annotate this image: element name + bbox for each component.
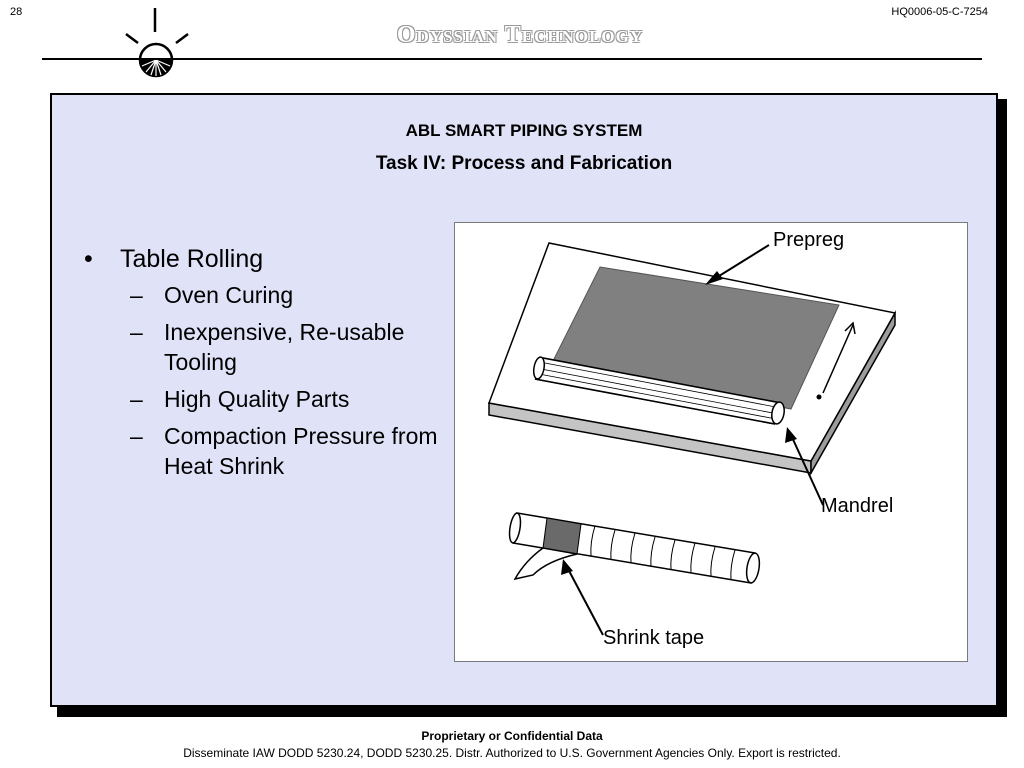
- page-number: 28: [10, 6, 23, 18]
- bullet-text: Table Rolling: [120, 245, 264, 273]
- content-panel: ABL SMART PIPING SYSTEM Task IV: Process…: [50, 93, 998, 707]
- sub-bullet-mark: –: [130, 386, 143, 412]
- sub-bullet-text: Inexpensive, Re-usable Tooling: [164, 319, 405, 375]
- company-name: Odyssian Technology: [396, 22, 644, 48]
- sun-logo-icon: [125, 8, 189, 78]
- sub-bullet-mark: –: [130, 319, 143, 345]
- sub-bullet-text: Oven Curing: [164, 282, 294, 308]
- sub-bullet-mark: –: [130, 282, 143, 308]
- mandrel-label: Mandrel: [821, 495, 894, 517]
- roll-direction-arrow: [822, 324, 854, 394]
- mandrel-rod: [532, 356, 785, 425]
- footer-distribution: Disseminate IAW DODD 5230.24, DODD 5230.…: [183, 746, 841, 760]
- sub-bullet-text: High Quality Parts: [164, 386, 350, 412]
- header-rule: [42, 58, 982, 60]
- table-rolling-illustration: [487, 242, 897, 636]
- bullet-list: • Table Rolling – Oven Curing – Inexpens…: [80, 245, 460, 488]
- bullet-mark: •: [84, 245, 93, 273]
- sub-bullet-item: – High Quality Parts: [80, 384, 460, 414]
- bullet-item: • Table Rolling: [80, 245, 460, 274]
- sub-bullet-text: Compaction Pressure from Heat Shrink: [164, 423, 438, 479]
- sub-bullet-mark: –: [130, 423, 143, 449]
- shrink-tape-pointer: [566, 566, 604, 636]
- slide-title: ABL SMART PIPING SYSTEM: [405, 121, 643, 140]
- sub-bullet-item: – Inexpensive, Re-usable Tooling: [80, 317, 460, 377]
- sub-bullet-item: – Compaction Pressure from Heat Shrink: [80, 421, 460, 481]
- slide-subtitle: Task IV: Process and Fabrication: [375, 153, 673, 174]
- prepreg-label: Prepreg: [773, 229, 845, 251]
- shrink-tape-tube: [508, 512, 761, 584]
- prepreg-pointer: [710, 244, 770, 282]
- sub-bullet-item: – Oven Curing: [80, 280, 460, 310]
- shrink-tape-label: Shrink tape: [603, 627, 705, 649]
- mandrel-pointer: [790, 434, 824, 506]
- footer-confidential: Proprietary or Confidential Data: [421, 729, 603, 743]
- table-rolling-figure: Prepreg Mandrel Shrink tape: [454, 222, 968, 662]
- document-id: HQ0006-05-C-7254: [891, 6, 988, 18]
